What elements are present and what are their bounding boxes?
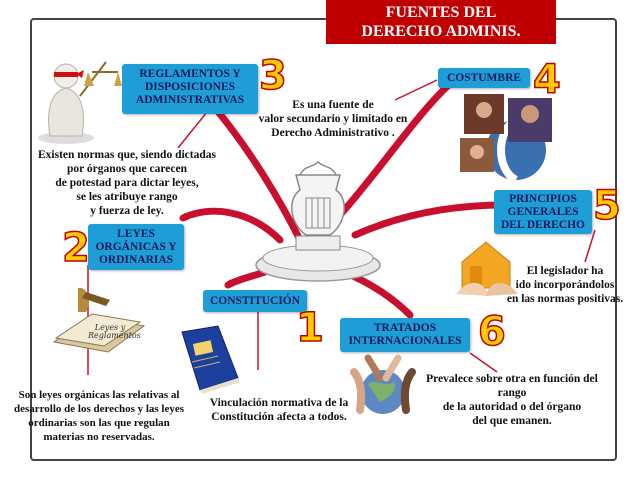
- leyes-desc-line-3: ordinarias son las que regulan: [28, 417, 170, 429]
- constitucion-desc-line-2: Constitución afecta a todos.: [211, 411, 347, 423]
- tratados-desc-line-2: rango: [497, 387, 527, 399]
- costumbre-desc-line-2: valor secundario y limitado en: [258, 113, 408, 125]
- principios-desc-line-3: en las normas positivas.: [506, 293, 624, 305]
- reglamentos-desc-line-5: y fuerza de ley.: [90, 205, 164, 217]
- book-label-line-1: Leyes: [94, 323, 119, 332]
- connector-principios: [584, 229, 596, 263]
- node-principios: PRINCIPIOS GENERALES DEL DERECHO: [494, 190, 592, 234]
- principios-description: El legislador ha ido incorporándolos en …: [492, 264, 638, 306]
- connector-tratados: [469, 352, 498, 373]
- arrow-to-leyes: [179, 207, 284, 244]
- node-tratados: TRATADOS INTERNACIONALES: [340, 318, 470, 352]
- page-title: FUENTES DEL DERECHO ADMINIS.: [326, 0, 556, 44]
- arrow-to-reglamentos: [211, 104, 304, 244]
- node-reglamentos-line-1: REGLAMENTOS Y: [139, 68, 241, 80]
- title-line-1: FUENTES DEL: [385, 4, 497, 21]
- costumbre-description: Es una fuente de valor secundario y limi…: [258, 98, 408, 140]
- reglamentos-desc-line-2: por órganos que carecen: [67, 163, 187, 175]
- book-icon: [52, 287, 146, 353]
- node-leyes-line-2: ORGÁNICAS Y: [95, 241, 177, 253]
- arrow-to-principios: [351, 201, 509, 239]
- reglamentos-desc-line-1: Existen normas que, siendo dictadas: [38, 149, 216, 161]
- constitucion-desc-line-1: Vinculación normativa de la: [209, 397, 349, 409]
- arrow-to-costumbre: [336, 78, 456, 219]
- number-6: 6: [477, 309, 506, 355]
- node-reglamentos-line-2: DISPOSICIONES: [144, 81, 236, 93]
- node-leyes: LEYES ORGÁNICAS Y ORDINARIAS: [88, 224, 184, 270]
- connector-costumbre: [394, 79, 438, 101]
- justice-scales-icon: [38, 61, 122, 144]
- book-label-line-3: Reglamentos: [88, 331, 141, 340]
- node-reglamentos-line-3: ADMINISTRATIVAS: [135, 94, 245, 106]
- leyes-description: Son leyes orgánicas las relativas al des…: [0, 388, 198, 444]
- principios-desc-line-1: El legislador ha: [526, 265, 604, 277]
- tratados-desc-line-1: Prevalece sobre otra en función del: [426, 373, 598, 385]
- node-tratados-line-2: INTERNACIONALES: [348, 335, 462, 347]
- book-label: Leyes y Reglamentos: [88, 323, 141, 340]
- node-constitucion: CONSTITUCIÓN: [203, 290, 307, 312]
- number-1: 1: [295, 305, 324, 351]
- reglamentos-description: Existen normas que, siendo dictadas por …: [22, 148, 232, 218]
- house-hands-icon: [456, 241, 518, 296]
- node-reglamentos: REGLAMENTOS Y DISPOSICIONES ADMINISTRATI…: [122, 64, 258, 114]
- node-tratados-line-1: TRATADOS: [373, 322, 437, 334]
- leyes-desc-line-4: materias no reservadas.: [43, 431, 155, 443]
- node-principios-line-1: PRINCIPIOS: [509, 193, 577, 205]
- reglamentos-desc-line-4: se les atribuye rango: [76, 191, 178, 203]
- tratados-desc-line-4: del que emanen.: [472, 415, 552, 427]
- costumbre-desc-line-3: Derecho Administrativo .: [271, 127, 395, 139]
- node-principios-line-2: GENERALES: [507, 206, 579, 218]
- number-4: 4: [532, 57, 561, 103]
- node-leyes-line-3: ORDINARIAS: [98, 254, 174, 266]
- constitucion-description: Vinculación normativa de la Constitución…: [200, 396, 358, 424]
- book-illustration: Leyes y Reglamentos: [48, 282, 146, 354]
- node-principios-line-3: DEL DERECHO: [500, 219, 586, 231]
- costumbre-photo: [460, 94, 552, 182]
- principios-desc-line-2: ido incorporándolos: [515, 279, 615, 291]
- costumbre-desc-line-1: Es una fuente de: [292, 99, 374, 111]
- globe-hands-icon: [350, 354, 416, 414]
- connector-reglamentos: [177, 111, 208, 149]
- title-line-2: DERECHO ADMINIS.: [361, 23, 521, 40]
- number-2: 2: [61, 225, 90, 271]
- book-label-line-2: y: [120, 323, 126, 332]
- reglamentos-desc-line-3: de potestad para dictar leyes,: [55, 177, 199, 189]
- leyes-desc-line-1: Son leyes orgánicas las relativas al: [18, 389, 180, 401]
- constitution-book-icon: [181, 325, 240, 394]
- leyes-desc-line-2: desarrollo de los derechos y las leyes: [13, 403, 185, 415]
- node-costumbre: COSTUMBRE: [438, 68, 530, 88]
- tratados-desc-line-3: de la autoridad o del órgano: [442, 401, 582, 413]
- number-3: 3: [258, 53, 287, 99]
- tratados-description: Prevalece sobre otra en función del rang…: [416, 372, 608, 428]
- node-leyes-line-1: LEYES: [117, 228, 155, 240]
- number-5: 5: [592, 183, 621, 229]
